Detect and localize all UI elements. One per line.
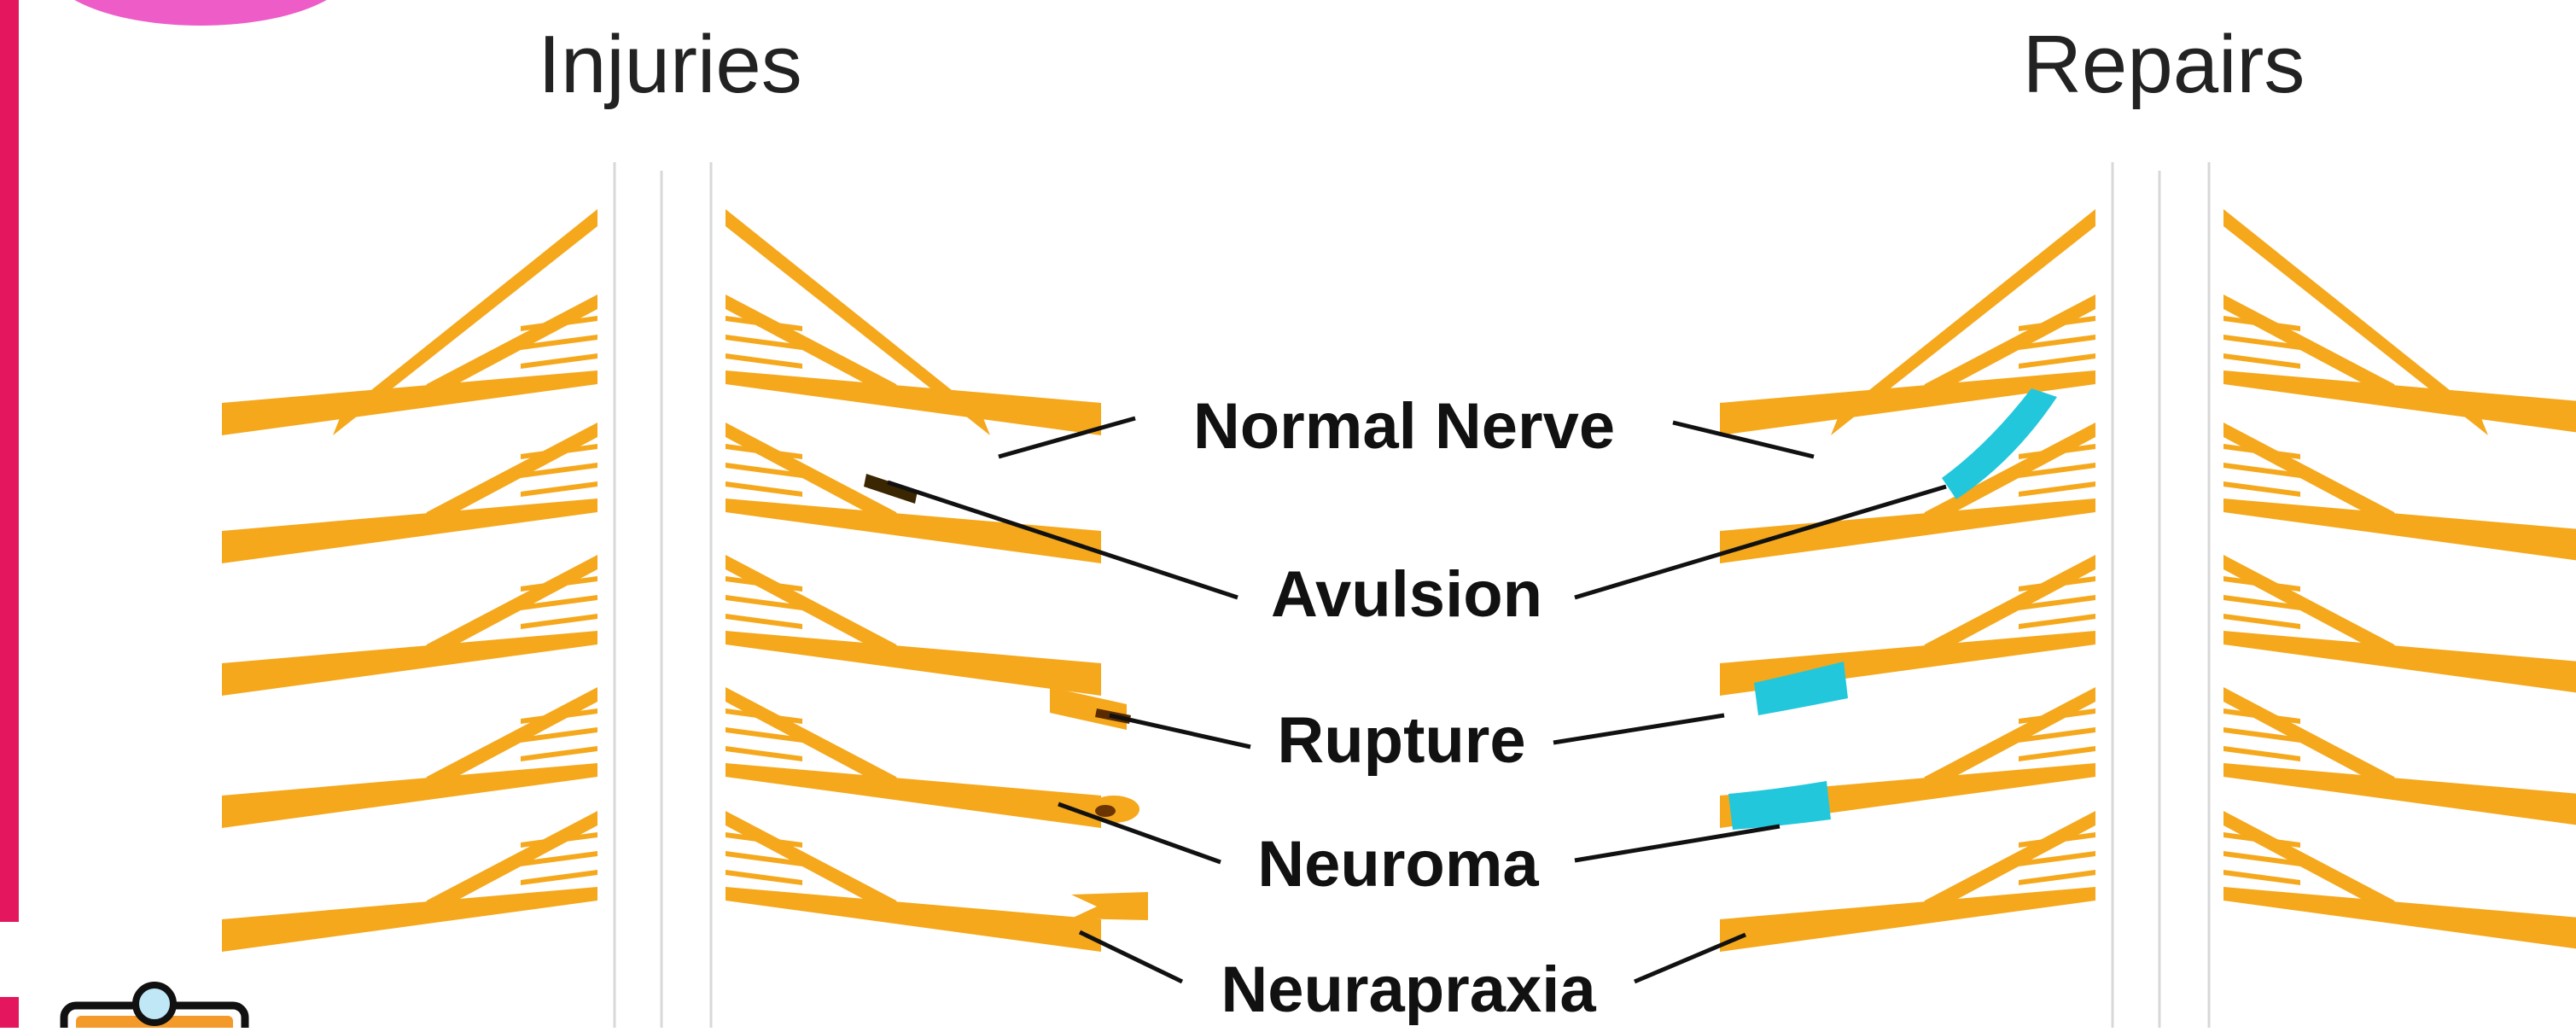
nerve-rootlet bbox=[726, 481, 802, 497]
repairs-heading: Repairs bbox=[2023, 19, 2305, 110]
leader-avulsion-right bbox=[1575, 487, 1946, 598]
label-neuroma: Neuroma bbox=[1257, 828, 1539, 901]
nerve-rootlet bbox=[726, 746, 802, 761]
leader-neurapraxia-left bbox=[1080, 932, 1182, 982]
nerve-rootlet bbox=[2223, 481, 2300, 497]
neuroma-bulb-dark bbox=[1095, 805, 1116, 817]
nerve-rootlet bbox=[726, 353, 802, 369]
clipboard-icon bbox=[64, 985, 245, 1028]
leader-rupture-left bbox=[1110, 715, 1250, 747]
nerve-rootlet bbox=[2019, 614, 2095, 629]
neurapraxia-nerve bbox=[1071, 892, 1148, 920]
nerve-rootlet bbox=[2019, 481, 2095, 497]
label-neurapraxia: Neurapraxia bbox=[1221, 953, 1596, 1026]
nerve-rootlet bbox=[2223, 614, 2300, 629]
nerve-rootlet bbox=[2019, 746, 2095, 761]
leader-neuroma-left bbox=[1058, 804, 1221, 862]
neuroma-graft bbox=[1728, 781, 1831, 830]
pink-circle-decoration bbox=[47, 0, 354, 26]
spinal-column-left bbox=[615, 162, 711, 1028]
nerve-rootlet bbox=[726, 870, 802, 885]
label-rupture: Rupture bbox=[1277, 704, 1525, 777]
nerves-repairs-right bbox=[2223, 209, 2576, 952]
label-avulsion: Avulsion bbox=[1271, 558, 1542, 631]
nerve-rootlet bbox=[726, 614, 802, 629]
nerves-injuries-right bbox=[726, 209, 1101, 952]
injuries-heading: Injuries bbox=[538, 19, 801, 110]
nerve-rootlet bbox=[521, 870, 597, 885]
center-labels: Normal Nerve Avulsion Rupture Neuroma Ne… bbox=[1193, 390, 1615, 1026]
nerve-rootlet bbox=[521, 614, 597, 629]
nerves-injuries-left bbox=[222, 209, 597, 952]
nerve-rootlet bbox=[521, 353, 597, 369]
nerve-rootlet bbox=[2019, 870, 2095, 885]
nerves-repairs-left bbox=[1720, 209, 2095, 952]
accent-bar-left-bottom bbox=[0, 997, 19, 1028]
leader-rupture-right bbox=[1553, 715, 1724, 743]
nerve-rootlet bbox=[2223, 870, 2300, 885]
leader-neuroma-right bbox=[1575, 826, 1780, 860]
label-normal-nerve: Normal Nerve bbox=[1193, 390, 1615, 463]
leader-neurapraxia-right bbox=[1635, 935, 1746, 982]
accent-bar-left bbox=[0, 0, 19, 922]
nerve-rootlet bbox=[2019, 353, 2095, 369]
nerve-rootlet bbox=[521, 746, 597, 761]
spinal-column-right bbox=[2113, 162, 2209, 1028]
nerve-rootlet bbox=[2223, 353, 2300, 369]
nerve-rootlet bbox=[521, 481, 597, 497]
nerve-rootlet bbox=[2223, 746, 2300, 761]
